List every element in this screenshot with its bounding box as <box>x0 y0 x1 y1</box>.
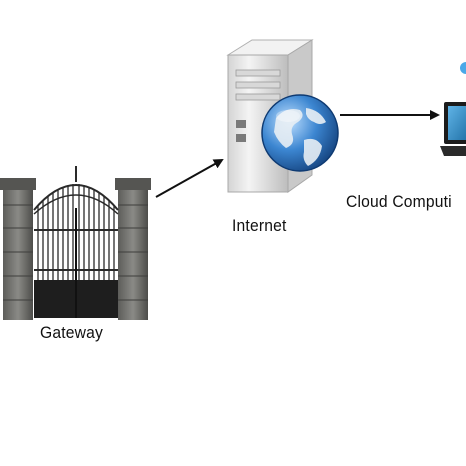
internet-label: Internet <box>232 216 287 235</box>
arrow-gateway-to-internet <box>155 159 224 198</box>
gate-icon <box>0 166 151 320</box>
gateway-label: Gateway <box>40 323 104 342</box>
server-globe-icon <box>226 39 339 193</box>
cloud-computing-label: Cloud Computi <box>346 192 452 211</box>
laptop-icon <box>440 62 466 156</box>
